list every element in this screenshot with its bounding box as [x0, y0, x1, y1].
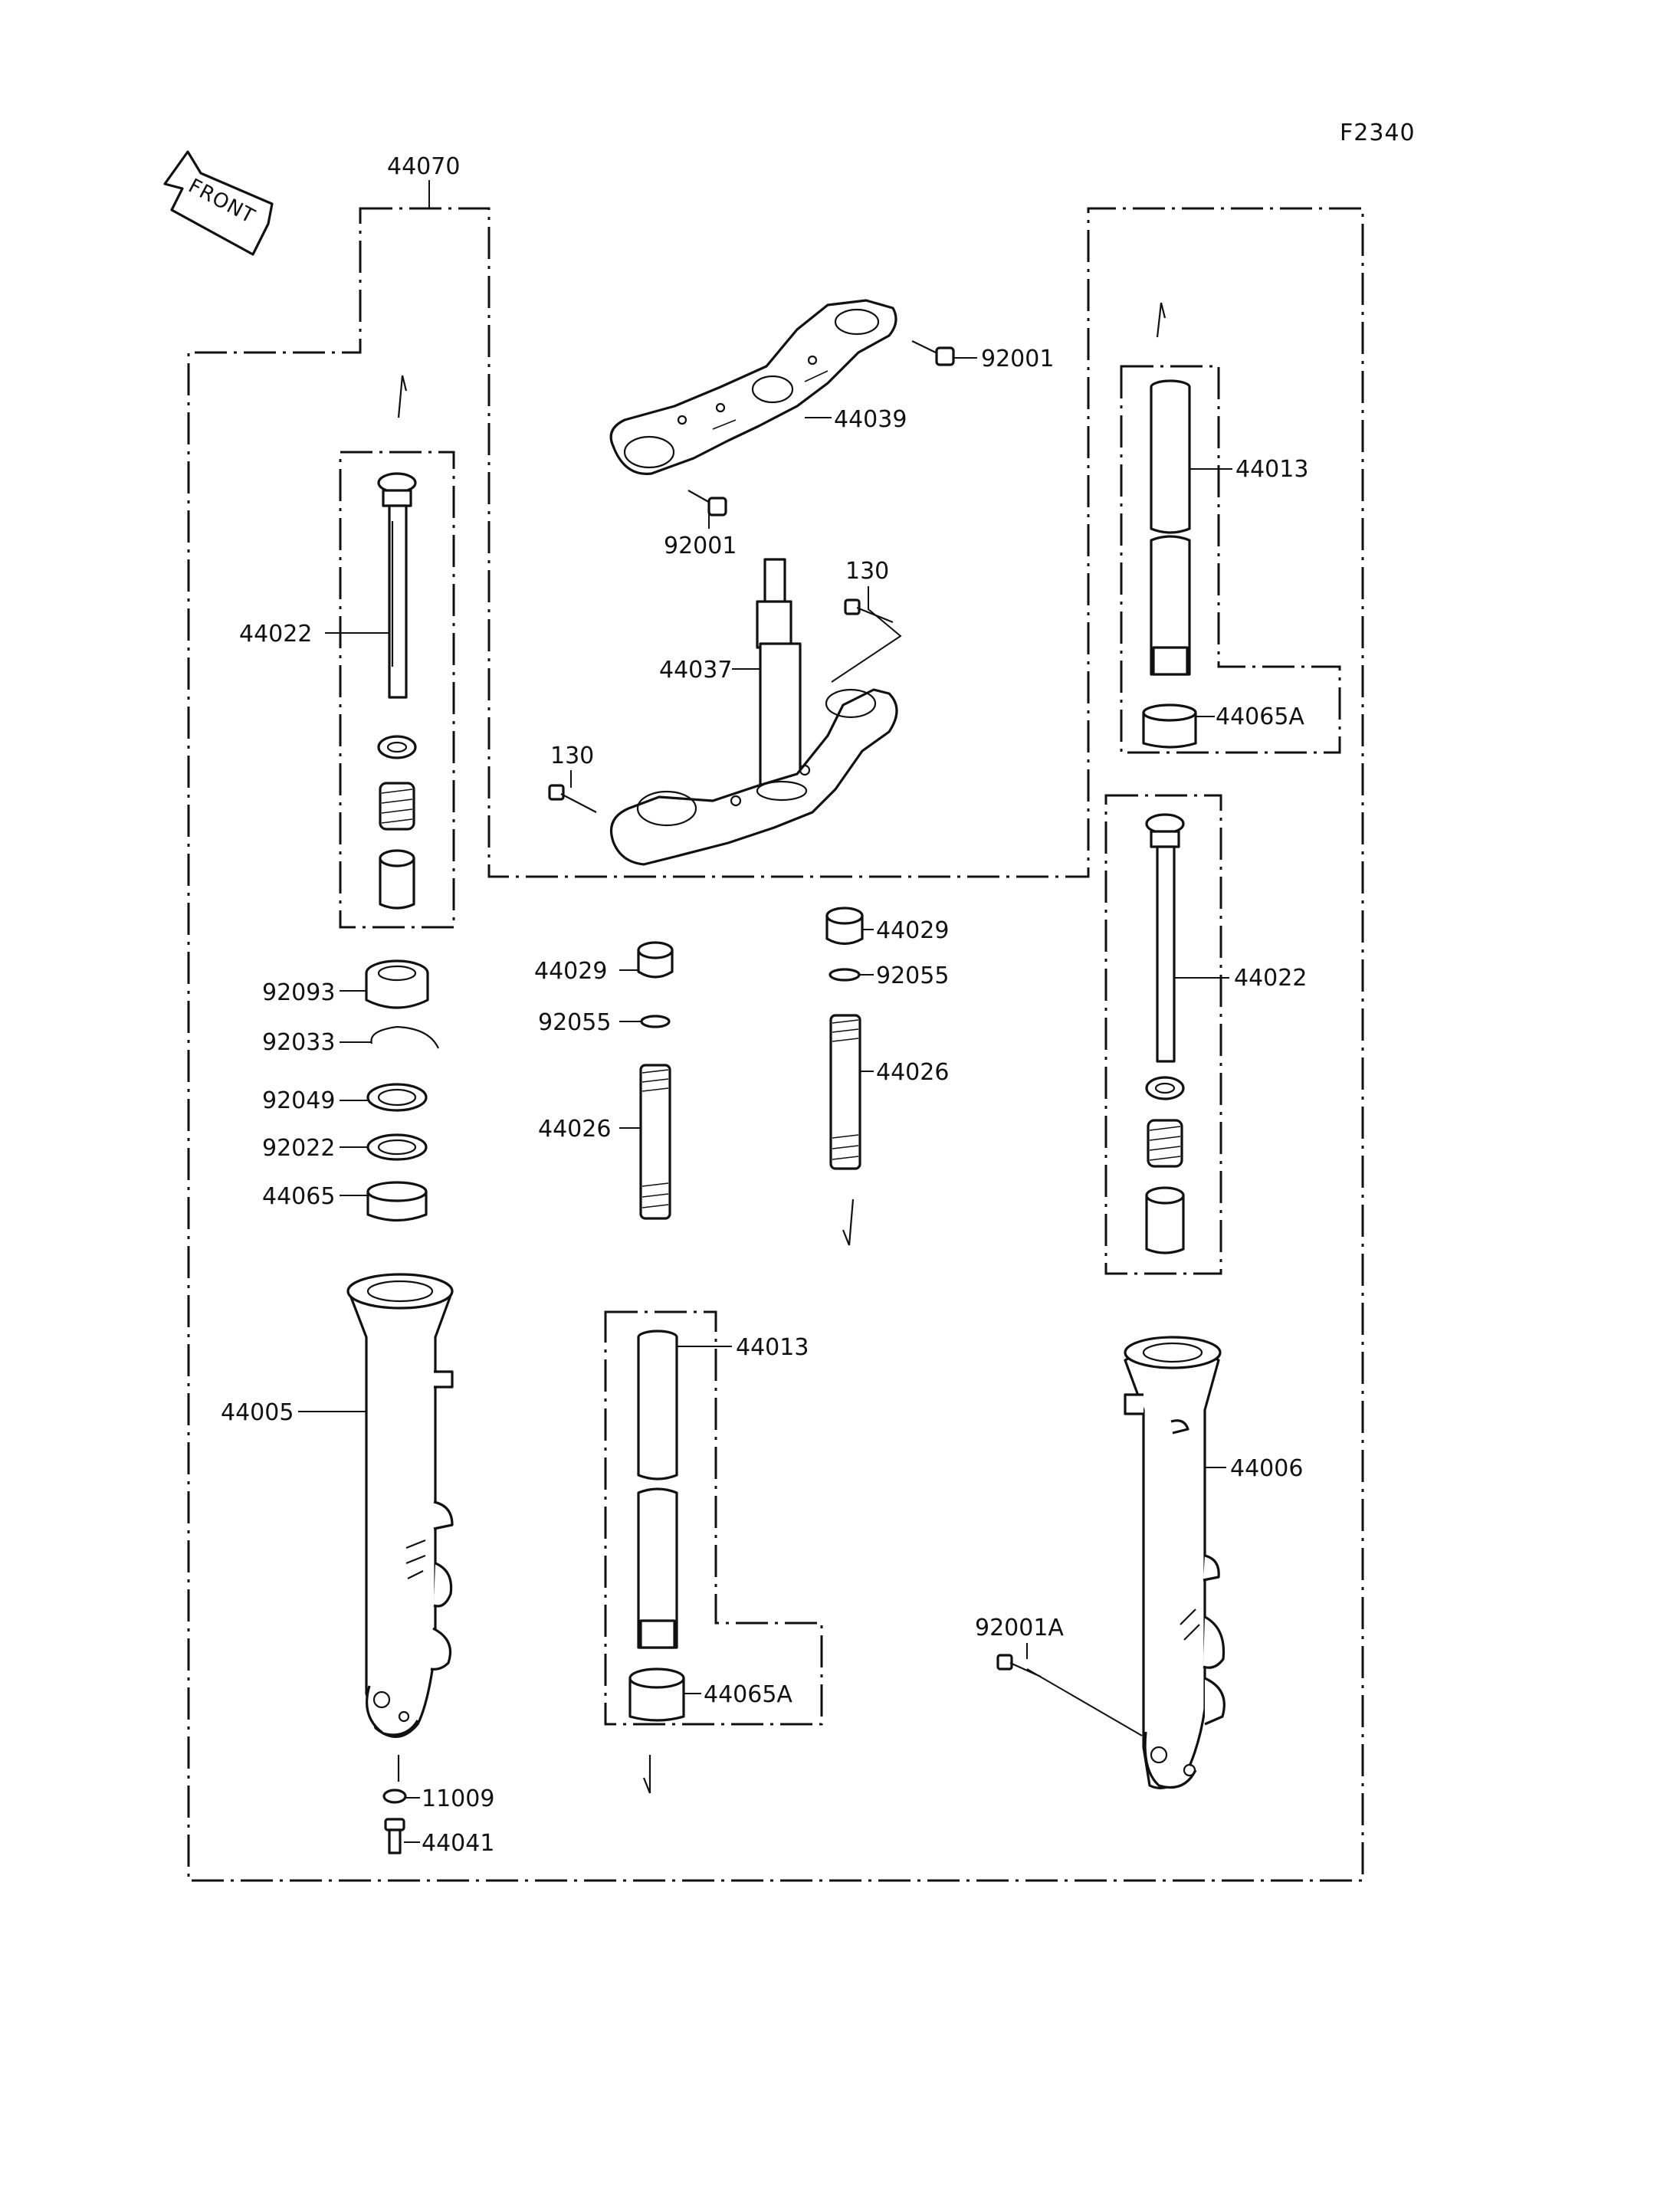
label-44013-right: 44013 — [1235, 456, 1308, 483]
label-44022-left: 44022 — [239, 621, 312, 648]
label-44041: 44041 — [422, 1830, 494, 1857]
steering-stem-lower-bracket — [609, 558, 898, 866]
bolt-44041 — [384, 1818, 405, 1854]
label-44013-bottom: 44013 — [736, 1334, 809, 1361]
leader-lines — [298, 180, 1232, 1843]
label-44006: 44006 — [1230, 1455, 1303, 1482]
label-11009: 11009 — [422, 1785, 494, 1812]
label-44065A-right: 44065A — [1216, 703, 1304, 730]
bolt-130-left — [548, 784, 597, 813]
label-92033: 92033 — [262, 1029, 335, 1056]
label-92055-mid: 92055 — [538, 1009, 611, 1036]
label-130-top: 130 — [845, 558, 889, 585]
label-44037: 44037 — [659, 657, 732, 684]
label-44065A-bottom: 44065A — [704, 1681, 792, 1708]
left-seal-stack — [365, 959, 439, 1222]
label-44029-right: 44029 — [876, 917, 949, 944]
bolt-130-top — [844, 598, 894, 624]
middle-damper-rod-left — [637, 941, 674, 1220]
label-92001A: 92001A — [975, 1615, 1064, 1641]
right-outer-tube — [1124, 1336, 1226, 1789]
label-92093: 92093 — [262, 979, 335, 1006]
label-44039: 44039 — [834, 406, 907, 433]
label-44026-right: 44026 — [876, 1059, 949, 1086]
right-inner-tube-assembly — [1142, 379, 1197, 749]
label-92001-top: 92001 — [981, 346, 1054, 372]
label-92022: 92022 — [262, 1135, 335, 1162]
label-44029-mid: 44029 — [534, 958, 607, 985]
label-44065: 44065 — [262, 1183, 335, 1210]
front-arrow-icon: FRONT — [163, 150, 274, 256]
figure-code: F2340 — [1340, 120, 1416, 146]
label-92055-right: 92055 — [876, 962, 949, 989]
label-92049: 92049 — [262, 1087, 335, 1114]
label-44070: 44070 — [387, 153, 460, 180]
part-labels: 44070 92001 44039 92001 130 44037 130 44… — [221, 153, 1308, 1857]
label-44026-mid: 44026 — [538, 1116, 611, 1143]
middle-damper-rod-right — [825, 907, 864, 1170]
bolt-92001-mid — [687, 490, 727, 516]
bottom-inner-tube-assembly — [628, 1330, 685, 1722]
upper-fork-bracket — [609, 299, 897, 475]
right-fork-damper-assembly — [1145, 813, 1185, 1254]
label-92001-mid: 92001 — [664, 533, 737, 559]
bolt-92001-top — [911, 340, 955, 366]
label-44005: 44005 — [221, 1399, 294, 1426]
left-outer-tube — [346, 1273, 454, 1738]
direction-arrows — [397, 302, 1166, 1794]
left-fork-damper-assembly — [377, 472, 417, 910]
label-44022-right: 44022 — [1234, 965, 1307, 992]
label-130-left: 130 — [550, 743, 594, 769]
washer-11009 — [382, 1789, 407, 1804]
assembly-frames — [187, 207, 1364, 1882]
